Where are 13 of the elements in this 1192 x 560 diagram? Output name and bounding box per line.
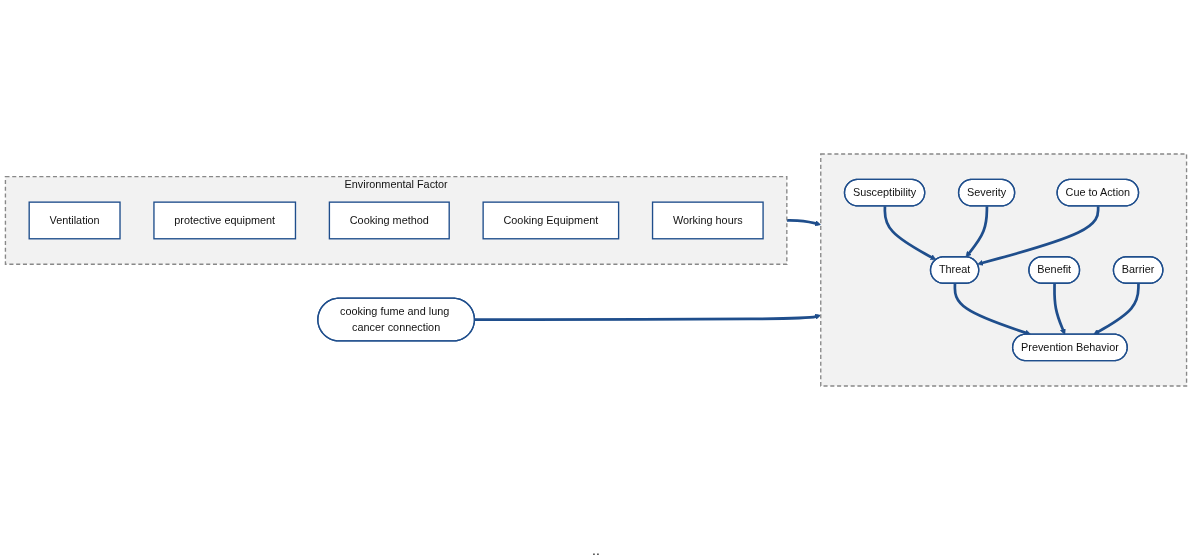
- arrow: [883, 206, 937, 261]
- node-box: Ventilation: [28, 201, 121, 240]
- cluster: [820, 153, 1188, 387]
- node-box: protective equipment: [153, 201, 297, 240]
- note-text: ..: [592, 542, 600, 558]
- node-box: Cooking Equipment: [482, 201, 620, 240]
- node-box: Cooking method: [328, 201, 450, 240]
- arrow: [953, 283, 1032, 336]
- arrow: [1053, 283, 1066, 335]
- arrow: [965, 206, 989, 258]
- node-box: Working hours: [651, 201, 764, 240]
- arrow: [977, 206, 1100, 266]
- arrow: [1093, 283, 1140, 335]
